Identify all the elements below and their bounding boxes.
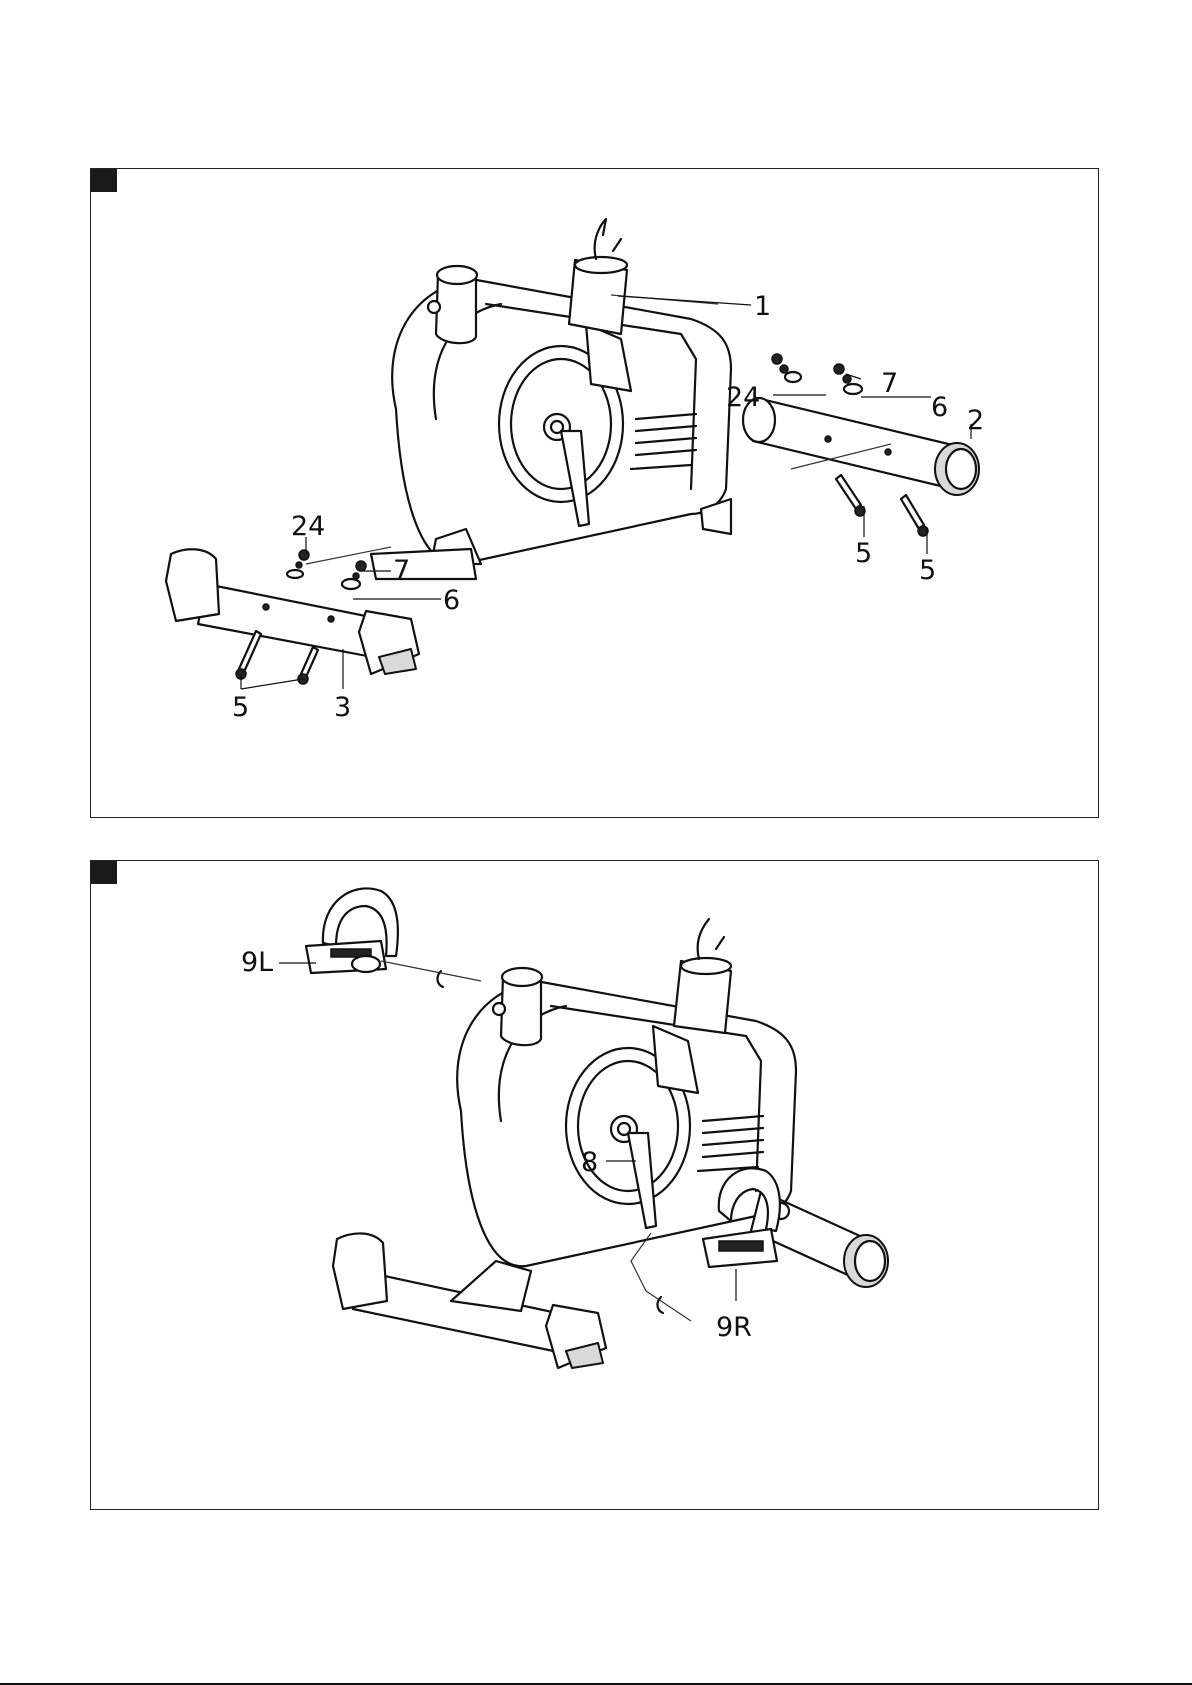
main-frame — [371, 266, 731, 579]
callout-1: 1 — [754, 291, 771, 322]
callout-7-right: 7 — [881, 368, 898, 399]
callout-9l: 9L — [241, 947, 273, 978]
callout-8: 8 — [581, 1147, 598, 1178]
callout-5-left: 5 — [232, 692, 249, 723]
callout-6-right: 6 — [931, 392, 948, 423]
left-pedal-9l — [306, 888, 481, 987]
callout-6-left: 6 — [443, 585, 460, 616]
callout-9r: 9R — [716, 1312, 752, 1343]
callout-7-left: 7 — [393, 555, 410, 586]
main-frame-assembled — [457, 919, 796, 1266]
callout-24-left: 24 — [291, 511, 325, 542]
callout-2: 2 — [967, 405, 984, 436]
callout-5-right-b: 5 — [919, 555, 936, 586]
callout-3: 3 — [334, 692, 351, 723]
step-panel-stabilizers: 1 24 7 6 2 5 5 24 7 6 5 3 — [90, 168, 1099, 818]
callout-5-right-a: 5 — [855, 538, 872, 569]
stabilizer-assembly-diagram: 1 24 7 6 2 5 5 24 7 6 5 3 — [91, 169, 1100, 819]
callout-24-right: 24 — [726, 382, 760, 413]
pedal-assembly-diagram: 9L 8 9R — [91, 861, 1100, 1511]
step-panel-pedals: 9L 8 9R — [90, 860, 1099, 1510]
